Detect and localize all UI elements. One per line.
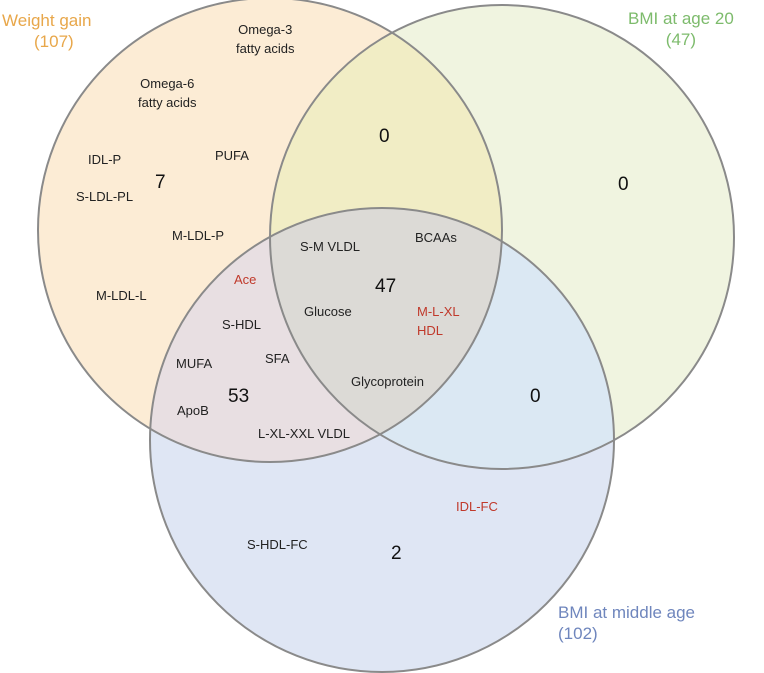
label-s-ldl-pl: S-LDL-PL <box>76 189 134 204</box>
label-s-hdl-fc: S-HDL-FC <box>247 537 308 552</box>
label-glucose: Glucose <box>304 304 352 319</box>
bmi-middle-title: BMI at middle age (102) <box>558 602 695 644</box>
label-s-hdl: S-HDL <box>222 317 262 332</box>
label-bcaas: BCAAs <box>415 230 457 245</box>
bmi-age20-name: BMI at age 20 <box>628 9 734 28</box>
label-m-ldl-l: M-LDL-L <box>96 288 147 303</box>
label-apob: ApoB <box>177 403 209 418</box>
weight-gain-circle <box>37 0 503 463</box>
label-glycoprotein: Glycoprotein <box>351 374 424 389</box>
count-age20-only: 0 <box>618 174 629 195</box>
bmi-age20-total: (47) <box>665 30 697 49</box>
label-pufa: PUFA <box>215 148 249 163</box>
label-m-l-xl-hdl: M-L-XL HDL <box>417 302 460 340</box>
count-middle-only: 2 <box>391 543 402 564</box>
label-omega6: Omega-6 fatty acids <box>138 74 197 112</box>
label-idl-fc: IDL-FC <box>456 499 498 514</box>
label-m-ldl-p: M-LDL-P <box>172 228 225 243</box>
label-idl-p: IDL-P <box>88 152 122 167</box>
count-weight-middle: 53 <box>228 386 250 407</box>
label-omega3-line2: fatty acids <box>236 41 295 56</box>
label-mufa: MUFA <box>176 356 213 371</box>
label-omega3-line1: Omega-3 <box>238 22 293 37</box>
count-age20-middle: 0 <box>530 386 541 407</box>
label-sfa: SFA <box>265 351 290 366</box>
bmi-middle-circle <box>149 207 615 673</box>
label-s-m-vldl: S-M VLDL <box>300 239 360 254</box>
bmi-middle-name: BMI at middle age <box>558 603 696 622</box>
label-omega6-line2: fatty acids <box>138 95 197 110</box>
count-weight-only: 7 <box>155 172 166 193</box>
label-omega6-line1: Omega-6 <box>140 76 195 91</box>
label-m-l-xl-hdl-line2: HDL <box>417 323 444 338</box>
label-m-l-xl-hdl-line1: M-L-XL <box>417 304 460 319</box>
count-weight-age20: 0 <box>379 126 390 147</box>
weight-gain-title: Weight gain (107) <box>2 10 91 52</box>
label-omega3: Omega-3 fatty acids <box>236 20 295 58</box>
label-l-xl-xxl-vldl: L-XL-XXL VLDL <box>258 426 351 441</box>
label-ace: Ace <box>234 272 257 287</box>
weight-gain-name: Weight gain <box>2 11 92 30</box>
weight-gain-total: (107) <box>34 32 74 51</box>
bmi-middle-total: (102) <box>558 624 598 643</box>
count-all-three: 47 <box>375 276 397 297</box>
bmi-age20-title: BMI at age 20 (47) <box>628 8 734 50</box>
